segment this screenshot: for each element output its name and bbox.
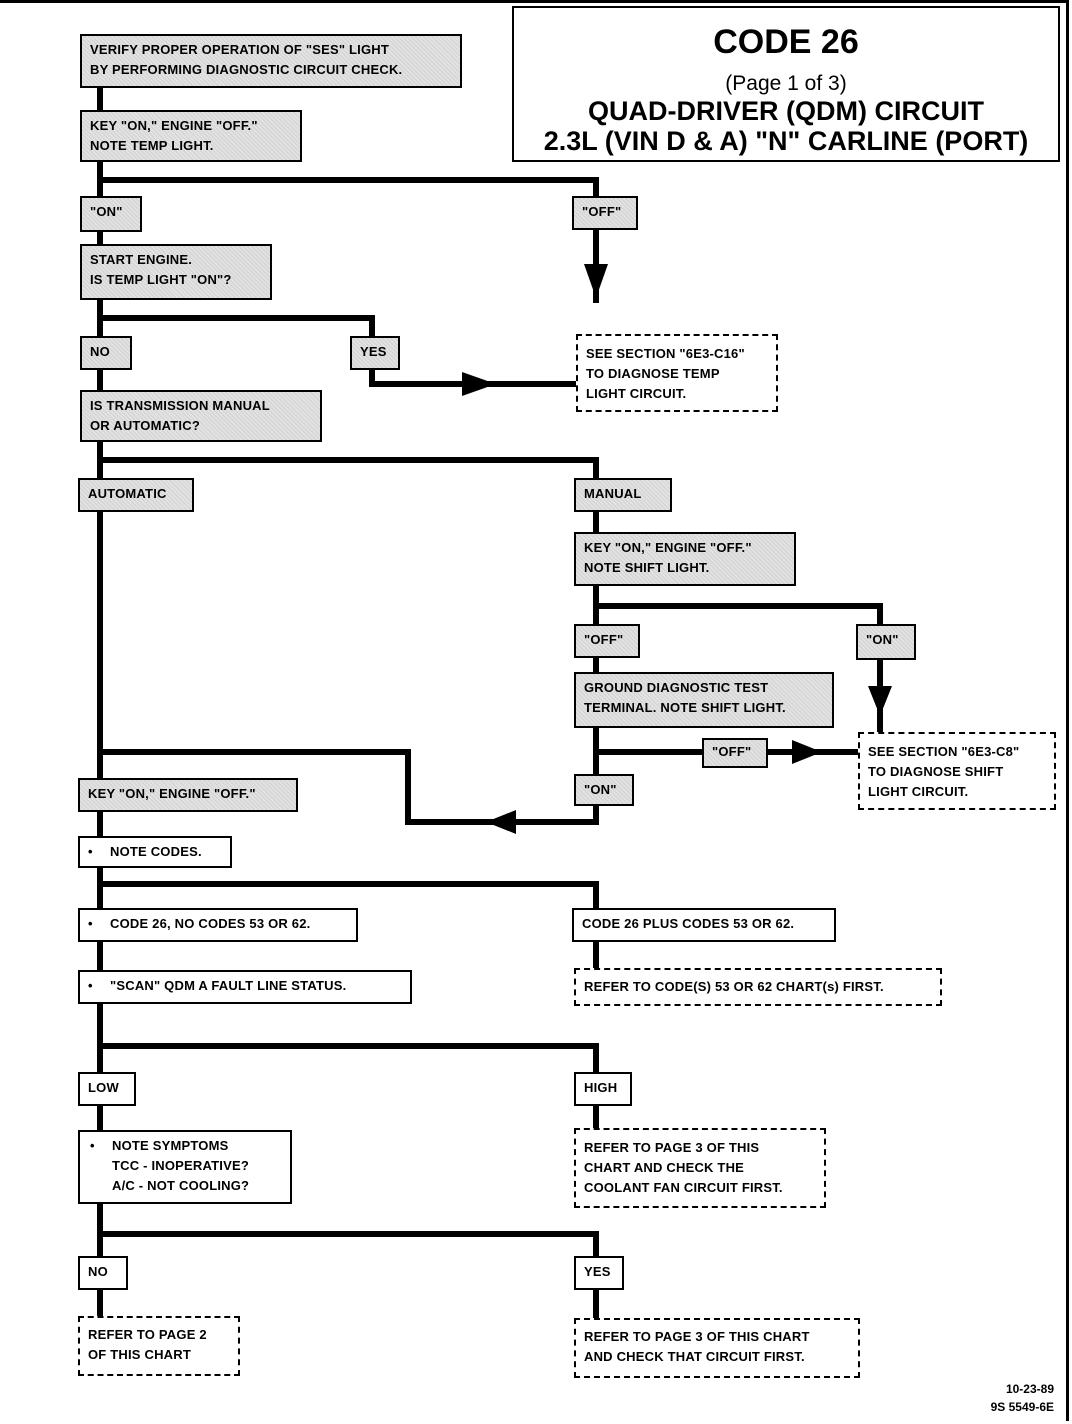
symptoms-text-1: NOTE SYMPTOMS: [112, 1138, 229, 1153]
title-block: CODE 26 (Page 1 of 3) QUAD-DRIVER (QDM) …: [512, 6, 1060, 162]
start-engine-step: START ENGINE. IS TEMP LIGHT "ON"?: [80, 244, 272, 300]
refer-p3-line-1: REFER TO PAGE 3 OF THIS CHART: [584, 1329, 810, 1344]
transmission-question: IS TRANSMISSION MANUAL OR AUTOMATIC?: [80, 390, 322, 442]
status-low-label: LOW: [78, 1072, 136, 1106]
symptoms-yes-label: YES: [574, 1256, 624, 1290]
connector-line: [97, 1231, 599, 1259]
key-on-line-2: NOTE TEMP LIGHT.: [90, 138, 214, 153]
ground-test-step: GROUND DIAGNOSTIC TEST TERMINAL. NOTE SH…: [574, 672, 834, 728]
connector-line: [593, 603, 883, 627]
trans-line-1: IS TRANSMISSION MANUAL: [90, 398, 270, 413]
symptoms-line-3: A/C - NOT COOLING?: [112, 1178, 250, 1193]
page-indicator: (Page 1 of 3): [725, 72, 847, 95]
connector-line: [369, 367, 473, 387]
temp-yes-label: YES: [350, 336, 400, 370]
arrowhead-down: [584, 264, 608, 298]
connector-line: [97, 457, 599, 481]
refer-fan-line-1: REFER TO PAGE 3 OF THIS: [584, 1140, 760, 1155]
shift-on-label: "ON": [856, 624, 916, 660]
shift-line-1: KEY "ON," ENGINE "OFF.": [584, 540, 752, 555]
refer-page2-note: REFER TO PAGE 2 OF THIS CHART: [78, 1316, 240, 1376]
see-shift-section-note: SEE SECTION "6E3-C8" TO DIAGNOSE SHIFT L…: [858, 732, 1056, 810]
see-temp-section-note: SEE SECTION "6E3-C16" TO DIAGNOSE TEMP L…: [576, 334, 778, 412]
footer-date: 10-23-89: [1005, 1382, 1054, 1396]
bullet-mark: •: [90, 1138, 95, 1153]
code-title: CODE 26: [713, 23, 859, 61]
scan-fault-line-step: "SCAN" QDM A FAULT LINE STATUS.: [78, 970, 412, 1004]
refer-fan-line-3: COOLANT FAN CIRCUIT FIRST.: [584, 1180, 783, 1195]
arrowhead-left: [486, 810, 516, 834]
engine-title: 2.3L (VIN D & A) "N" CARLINE (PORT): [543, 126, 1029, 156]
arrowhead-right: [792, 740, 822, 764]
note-codes-step: NOTE CODES.: [78, 836, 232, 868]
symptoms-no-label: NO: [78, 1256, 128, 1290]
footer-doc-number: 9S 5549-6E: [990, 1400, 1054, 1414]
refer-page3-note: REFER TO PAGE 3 OF THIS CHART AND CHECK …: [574, 1318, 860, 1378]
start-line-1: START ENGINE.: [90, 252, 193, 267]
ground-on-label: "ON": [574, 774, 634, 806]
symptoms-line-1: • NOTE SYMPTOMS: [90, 1136, 282, 1156]
automatic-label: AUTOMATIC: [78, 478, 194, 512]
note-symptoms-step: • NOTE SYMPTOMS TCC - INOPERATIVE? A/C - …: [78, 1130, 292, 1204]
connector-line: [97, 749, 503, 825]
connector-line: [515, 803, 599, 825]
verify-line-1: VERIFY PROPER OPERATION OF "SES" LIGHT: [90, 42, 389, 57]
arrowhead-down: [868, 686, 892, 716]
arrowhead-right: [462, 372, 496, 396]
refer-p2-line-2: OF THIS CHART: [88, 1347, 191, 1362]
verify-line-2: BY PERFORMING DIAGNOSTIC CIRCUIT CHECK.: [90, 62, 403, 77]
code26-no-other-codes: CODE 26, NO CODES 53 OR 62.: [78, 908, 358, 942]
temp-no-label: NO: [80, 336, 132, 370]
see-temp-line-1: SEE SECTION "6E3-C16": [586, 346, 745, 361]
see-shift-line-1: SEE SECTION "6E3-C8": [868, 744, 1020, 759]
start-line-2: IS TEMP LIGHT "ON"?: [90, 272, 232, 287]
verify-ses-step: VERIFY PROPER OPERATION OF "SES" LIGHT B…: [80, 34, 462, 88]
see-shift-line-2: TO DIAGNOSE SHIFT: [868, 764, 1004, 779]
connector-line: [97, 1043, 599, 1075]
circuit-title: QUAD-DRIVER (QDM) CIRCUIT: [588, 96, 984, 126]
refer-p2-line-1: REFER TO PAGE 2: [88, 1327, 207, 1342]
symptoms-line-2: TCC - INOPERATIVE?: [112, 1158, 249, 1173]
shift-line-2: NOTE SHIFT LIGHT.: [584, 560, 710, 575]
temp-on-label: "ON": [80, 196, 142, 232]
code26-plus-codes: CODE 26 PLUS CODES 53 OR 62.: [572, 908, 836, 942]
key-on-codes-step: KEY "ON," ENGINE "OFF.": [78, 778, 298, 812]
key-on-line-1: KEY "ON," ENGINE "OFF.": [90, 118, 258, 133]
refer-page3-fan-note: REFER TO PAGE 3 OF THIS CHART AND CHECK …: [574, 1128, 826, 1208]
shift-off-label: "OFF": [574, 624, 640, 658]
see-temp-line-3: LIGHT CIRCUIT.: [586, 386, 687, 401]
connector-line: [97, 177, 599, 199]
see-temp-line-2: TO DIAGNOSE TEMP: [586, 366, 720, 381]
manual-label: MANUAL: [574, 478, 672, 512]
refer-p3-line-2: AND CHECK THAT CIRCUIT FIRST.: [584, 1349, 805, 1364]
status-high-label: HIGH: [574, 1072, 632, 1106]
refer-codes-note: REFER TO CODE(S) 53 OR 62 CHART(s) FIRST…: [574, 968, 942, 1006]
key-on-temp-step: KEY "ON," ENGINE "OFF." NOTE TEMP LIGHT.: [80, 110, 302, 162]
shift-light-step: KEY "ON," ENGINE "OFF." NOTE SHIFT LIGHT…: [574, 532, 796, 586]
ground-off-label: "OFF": [702, 738, 768, 768]
ground-line-1: GROUND DIAGNOSTIC TEST: [584, 680, 769, 695]
trans-line-2: OR AUTOMATIC?: [90, 418, 200, 433]
connector-line: [97, 881, 599, 911]
ground-line-2: TERMINAL. NOTE SHIFT LIGHT.: [584, 700, 786, 715]
connector-line: [97, 315, 375, 339]
refer-fan-line-2: CHART AND CHECK THE: [584, 1160, 745, 1175]
temp-off-label: "OFF": [572, 196, 638, 230]
see-shift-line-3: LIGHT CIRCUIT.: [868, 784, 969, 799]
